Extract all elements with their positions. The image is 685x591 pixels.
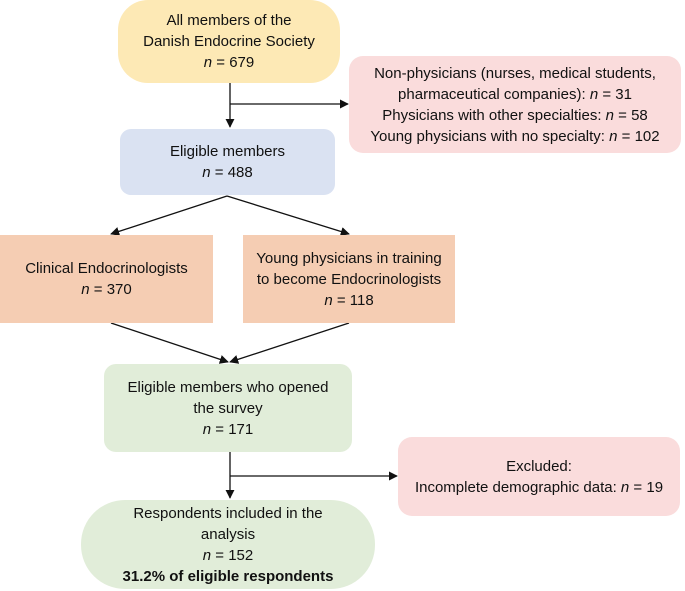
arrow-clinical-to-opened xyxy=(110,322,229,364)
opened-survey-count: n = 171 xyxy=(202,420,254,438)
all-members-line1: All members of the xyxy=(166,12,292,29)
young-physicians-line1: Young physicians in training xyxy=(256,249,442,267)
young-physicians-box: Young physicians in training to become E… xyxy=(243,235,455,323)
respondents-percentage: 31.2% of eligible respondents xyxy=(122,567,334,585)
all-members-box: All members of the Danish Endocrine Soci… xyxy=(118,0,340,83)
excluded-line1: Excluded: xyxy=(506,457,572,475)
non-physicians-line2: pharmaceutical companies): n = 31 xyxy=(398,85,632,103)
excluded-box: Excluded: Incomplete demographic data: n… xyxy=(398,437,680,516)
young-physicians-line2: to become Endocrinologists xyxy=(256,270,442,288)
all-members-count: n = 679 xyxy=(203,54,255,71)
opened-survey-line2: the survey xyxy=(193,399,263,417)
arrow-young-to-opened xyxy=(229,322,350,364)
respondents-box: Respondents included in the analysis n =… xyxy=(81,500,375,589)
respondents-count: n = 152 xyxy=(202,546,254,564)
clinical-endocrinologists-line1: Clinical Endocrinologists xyxy=(25,260,188,277)
opened-survey-box: Eligible members who opened the survey n… xyxy=(104,364,352,452)
eligible-members-count: n = 488 xyxy=(202,164,253,181)
opened-survey-line1: Eligible members who opened xyxy=(127,378,329,396)
clinical-endocrinologists-box: Clinical Endocrinologists n = 370 xyxy=(0,235,213,323)
respondents-line1: Respondents included in the xyxy=(133,504,323,522)
all-members-line2: Danish Endocrine Society xyxy=(143,33,315,50)
clinical-endocrinologists-count: n = 370 xyxy=(81,281,132,298)
young-physicians-count: n = 118 xyxy=(324,291,374,309)
eligible-members-line1: Eligible members xyxy=(169,143,286,160)
other-specialties-line: Physicians with other specialties: n = 5… xyxy=(382,106,648,124)
no-specialty-line: Young physicians with no specialty: n = … xyxy=(370,127,660,145)
excluded-line2: Incomplete demographic data: n = 19 xyxy=(414,478,664,496)
non-physicians-line1: Non-physicians (nurses, medical students… xyxy=(374,64,656,82)
eligible-members-box: Eligible members n = 488 xyxy=(120,129,335,195)
arrow-eligible-to-clinical xyxy=(110,195,228,236)
arrow-eligible-to-young xyxy=(226,195,350,236)
respondents-line2: analysis xyxy=(200,525,256,543)
non-physicians-box: Non-physicians (nurses, medical students… xyxy=(349,56,681,153)
